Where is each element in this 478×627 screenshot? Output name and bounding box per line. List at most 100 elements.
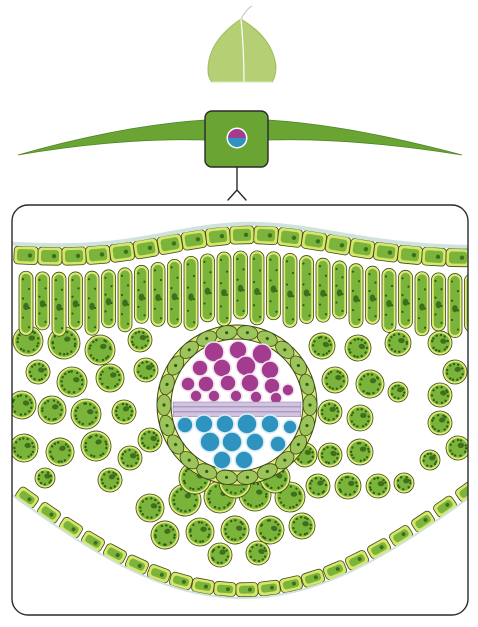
chloroplast bbox=[27, 287, 31, 290]
chloroplast bbox=[440, 288, 443, 291]
chloroplast bbox=[266, 519, 270, 522]
epidermis-body bbox=[437, 499, 453, 514]
palisade-cell bbox=[101, 269, 116, 329]
mesophyll-cell bbox=[334, 472, 362, 500]
chloroplast bbox=[187, 348, 191, 352]
chloroplast bbox=[93, 406, 96, 409]
chloroplast bbox=[445, 345, 449, 349]
cell-nucleus bbox=[64, 336, 71, 342]
upper-cuticle bbox=[12, 221, 468, 249]
cell-nucleus bbox=[24, 442, 31, 449]
chloroplast bbox=[52, 399, 56, 402]
mesophyll-cell bbox=[135, 493, 165, 523]
cell-nucleus bbox=[304, 449, 312, 456]
chloroplast bbox=[346, 475, 350, 479]
chloroplast bbox=[365, 346, 369, 350]
chloroplast bbox=[349, 450, 353, 454]
chloroplast bbox=[175, 490, 179, 494]
chloroplast bbox=[313, 340, 316, 343]
epidermis-cell bbox=[277, 227, 303, 248]
chloroplast bbox=[397, 384, 400, 387]
chloroplast bbox=[264, 495, 268, 498]
phloem-cell bbox=[234, 450, 254, 470]
chloroplast bbox=[453, 454, 457, 457]
chloroplast bbox=[51, 341, 54, 344]
chloroplast bbox=[176, 276, 179, 279]
chloroplast bbox=[278, 496, 281, 500]
chloroplast bbox=[130, 410, 134, 413]
mesophyll-cell bbox=[255, 515, 285, 545]
chloroplast bbox=[364, 444, 368, 447]
chloroplast bbox=[446, 421, 450, 424]
chloroplast bbox=[132, 343, 135, 346]
chloroplast bbox=[200, 521, 203, 524]
epidermis-body bbox=[40, 249, 60, 263]
chloroplast bbox=[443, 335, 446, 338]
chloroplast bbox=[335, 267, 338, 271]
chloroplast bbox=[358, 441, 362, 445]
mesophyll-cell bbox=[288, 512, 316, 540]
chloroplast bbox=[321, 491, 325, 494]
chloroplast bbox=[137, 364, 141, 368]
chloroplast bbox=[130, 464, 133, 468]
chloroplast bbox=[431, 425, 435, 428]
chloroplast bbox=[145, 497, 148, 501]
chloroplast bbox=[396, 484, 400, 487]
chloroplast bbox=[283, 348, 287, 352]
xylem-vessel bbox=[260, 360, 280, 380]
palisade-mesophyll bbox=[18, 250, 475, 338]
chloroplast bbox=[311, 451, 314, 454]
cell-body bbox=[59, 369, 85, 395]
chloroplast bbox=[73, 337, 76, 341]
cambium bbox=[172, 401, 302, 417]
epidermis-nucleus bbox=[115, 553, 120, 558]
chloroplast bbox=[327, 350, 331, 353]
palisade-cell bbox=[431, 272, 446, 332]
chloroplast bbox=[75, 417, 78, 420]
epidermis-nucleus bbox=[219, 233, 225, 239]
palisade-cell bbox=[134, 264, 149, 324]
chloroplast bbox=[319, 477, 323, 480]
palisade-nucleus bbox=[221, 289, 227, 297]
palisade-nucleus bbox=[469, 302, 475, 309]
mesophyll-cell bbox=[220, 515, 250, 545]
chloroplast bbox=[439, 333, 443, 337]
chloroplast bbox=[393, 333, 396, 337]
chloroplast bbox=[13, 410, 17, 413]
chloroplast bbox=[374, 281, 377, 284]
chloroplast bbox=[456, 328, 460, 331]
chloroplast bbox=[122, 461, 125, 465]
epidermis-cell bbox=[85, 244, 111, 265]
chloroplast bbox=[336, 370, 339, 373]
chloroplast bbox=[351, 411, 355, 414]
chloroplast bbox=[174, 363, 178, 368]
cambium-layer bbox=[172, 401, 302, 407]
chloroplast bbox=[456, 378, 459, 381]
chloroplast bbox=[108, 367, 111, 370]
palisade-nucleus bbox=[89, 302, 95, 310]
chloroplast bbox=[333, 460, 336, 463]
chloroplast bbox=[76, 371, 79, 375]
chloroplast bbox=[368, 486, 372, 489]
epidermis-nucleus bbox=[93, 540, 98, 545]
mesophyll-cell bbox=[355, 369, 385, 399]
chloroplast bbox=[155, 443, 158, 446]
epidermis-body bbox=[107, 547, 123, 560]
chloroplast bbox=[155, 513, 159, 517]
chloroplast bbox=[364, 410, 368, 413]
chloroplast bbox=[401, 277, 404, 280]
chloroplast bbox=[357, 280, 361, 283]
chloroplast bbox=[388, 339, 391, 342]
chloroplast bbox=[22, 437, 25, 440]
chloroplast bbox=[60, 380, 63, 383]
chloroplast bbox=[152, 445, 156, 449]
cell-nucleus bbox=[454, 366, 461, 372]
chloroplast bbox=[440, 321, 443, 324]
palisade-cell bbox=[18, 270, 34, 336]
chloroplast bbox=[153, 269, 157, 272]
chloroplast bbox=[176, 318, 179, 321]
chloroplast bbox=[126, 322, 130, 325]
chloroplast bbox=[249, 555, 253, 559]
chloroplast bbox=[435, 386, 439, 389]
chloroplast bbox=[93, 326, 97, 329]
